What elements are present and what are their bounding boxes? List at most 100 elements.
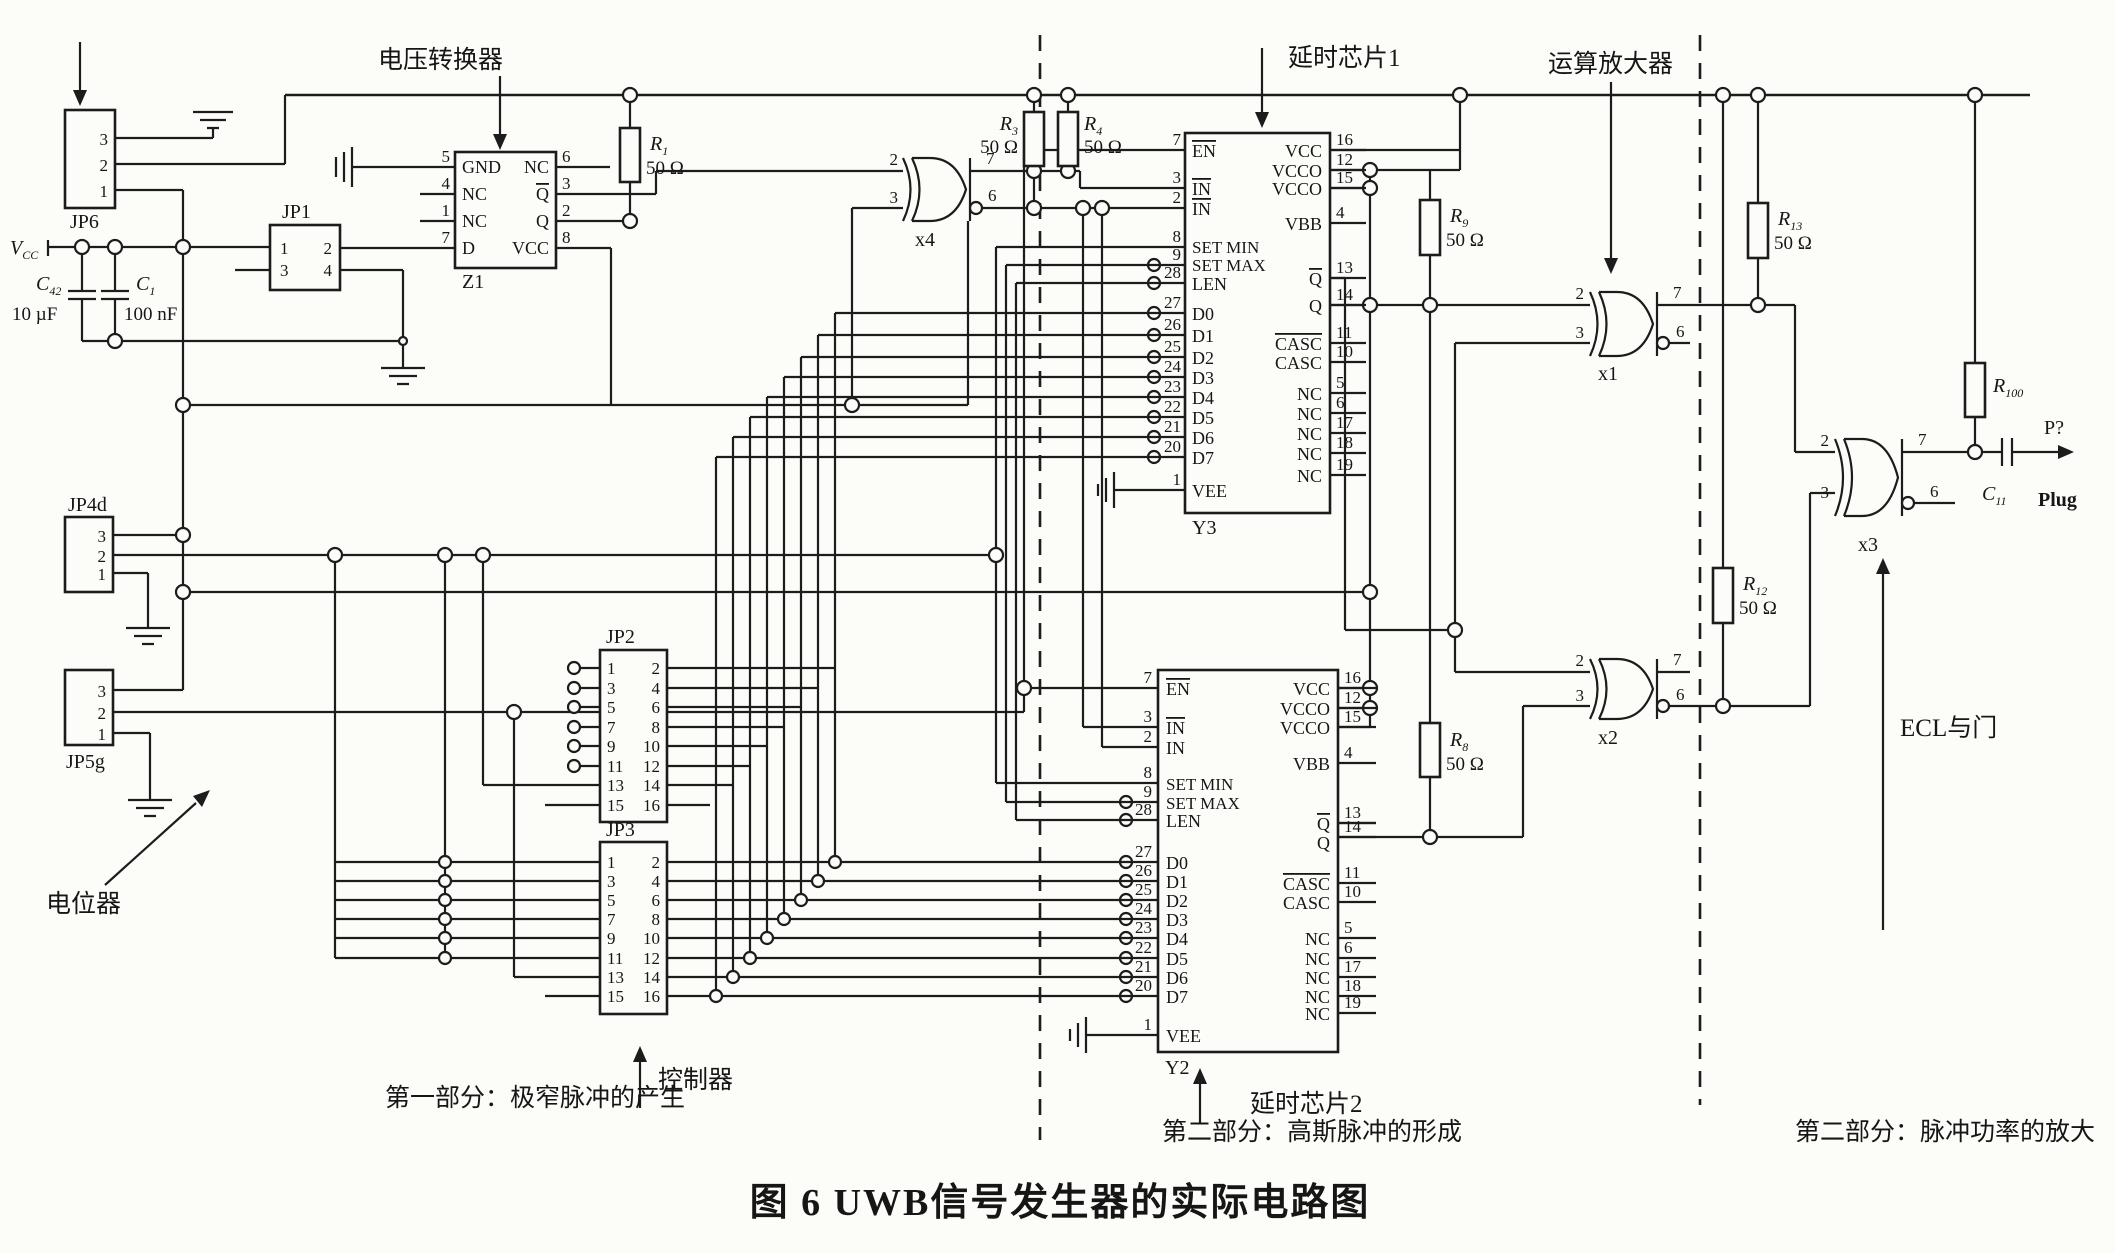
ground-icon: [126, 626, 170, 646]
y3-pin-num: 16: [1336, 130, 1353, 149]
y3-pin-num: 19: [1336, 455, 1353, 474]
r3-ref: R: [999, 113, 1012, 135]
y2-pin-name: LEN: [1166, 811, 1201, 831]
y3-pin-name: NC: [1297, 444, 1322, 464]
ground-icon: [1068, 1017, 1088, 1053]
jp2-pin: 12: [643, 757, 660, 776]
arrow-icon: [1193, 1068, 1207, 1084]
jp3-pin: 2: [652, 853, 661, 872]
jp2-pin: 4: [652, 679, 661, 698]
c42-value: 10 µF: [12, 304, 57, 325]
y3-pin-name: Q: [1309, 269, 1322, 289]
y2-pin-name: NC: [1305, 1004, 1330, 1024]
gate-pin: 3: [1576, 323, 1585, 342]
ground-icon: [1096, 472, 1116, 508]
y2-pin-num: 20: [1135, 976, 1152, 995]
y3-pin-name: NC: [1297, 404, 1322, 424]
capacitor-c42: C42 10 µF: [12, 273, 61, 325]
jp6-pin: 2: [100, 156, 109, 175]
y2-pin-num: 23: [1135, 918, 1152, 937]
ground-icon: [381, 366, 425, 386]
gate-x1: 2 3 7 6 x1: [1576, 283, 1685, 385]
y3-pin-num: 27: [1164, 293, 1182, 312]
y3-pin-name: D5: [1192, 408, 1214, 428]
z1-pin-name: GND: [462, 157, 501, 177]
y2-pin-num: 7: [1144, 668, 1153, 687]
annotation-op-amp: 运算放大器: [1548, 50, 1673, 274]
svg-text:R9: R9: [1449, 205, 1468, 230]
y2-pin-name: SET MIN: [1166, 775, 1233, 794]
z1-pin-name: NC: [524, 157, 549, 177]
gate-x2: 2 3 7 6 x2: [1576, 650, 1685, 749]
jp3-pin: 3: [607, 872, 616, 891]
connector-jp2: JP2 1 3 5 7 9 11 13 15 2 4 6 8 10 12 14 …: [598, 626, 669, 824]
z1-pin-name: Q: [536, 211, 549, 231]
voltage-converter-label: 电压转换器: [378, 46, 503, 74]
r1-ref: R: [649, 133, 662, 155]
y2-pin-name: D2: [1166, 891, 1188, 911]
jp2-pin: 2: [652, 659, 661, 678]
y2-pin-name: NC: [1305, 949, 1330, 969]
y3-pin-name: LEN: [1192, 274, 1227, 294]
gate-pin: 6: [1676, 322, 1685, 341]
connector-jp3: JP3 1 3 5 7 9 11 13 15 2 4 6 8 10 12 14 …: [598, 819, 669, 1016]
jp2-pin: 7: [607, 718, 616, 737]
y2-pin-num: 13: [1344, 803, 1361, 822]
gate-x3: 2 3 7 6 x3: [1821, 430, 1939, 556]
y2-pin-name: Q: [1317, 833, 1330, 853]
y3-pin-name: EN: [1192, 141, 1216, 161]
capacitor-c1: C1 100 nF: [124, 273, 177, 325]
resistor-r8: R8 50 Ω: [1418, 721, 1484, 779]
jp6-label: JP6: [70, 211, 99, 233]
y3-pin-name: CASC: [1275, 353, 1322, 373]
y2-pin-num: 5: [1344, 918, 1353, 937]
ground-icon: [193, 110, 233, 130]
r13-ref: R: [1777, 208, 1790, 230]
annotation-potentiometer: 电位器: [46, 790, 210, 918]
svg-text:R1: R1: [649, 133, 668, 158]
jp3-pin: 16: [643, 987, 660, 1006]
y2-pin-name: D4: [1166, 929, 1188, 949]
y3-pin-name: SET MIN: [1192, 238, 1259, 257]
chip-z1: 5 4 1 7 GND NC NC D 6 3 2 8 NC Q Q VCC Z…: [442, 147, 571, 293]
y3-pin-num: 10: [1336, 342, 1353, 361]
y3-pin-num: 12: [1336, 150, 1353, 169]
y3-pin-num: 7: [1173, 130, 1182, 149]
section-dividers: [1038, 35, 1702, 1140]
y2-pin-name: D0: [1166, 853, 1188, 873]
c42-ref: C: [36, 273, 50, 295]
z1-pin-name: Q: [536, 184, 549, 204]
svg-text:C11: C11: [1982, 483, 2006, 508]
signal-output: P? Plug: [2038, 417, 2077, 511]
vcc-label: V: [10, 237, 25, 259]
svg-text:C1: C1: [136, 273, 155, 298]
y3-pin-name: VCCO: [1272, 179, 1322, 199]
op-amp-label: 运算放大器: [1548, 50, 1673, 78]
gate-x4: 2 3 7 6 x4: [890, 149, 997, 251]
y2-pin-name: VEE: [1166, 1026, 1201, 1046]
y3-label: Y3: [1192, 517, 1216, 539]
delay-chip2-label: 延时芯片2: [1250, 1090, 1363, 1118]
part2-label: 第二部分：高斯脉冲的形成: [1162, 1118, 1462, 1146]
y2-pin-name: D5: [1166, 949, 1188, 969]
y2-pin-name: IN: [1166, 738, 1185, 758]
gate-x2-label: x2: [1598, 727, 1618, 749]
y3-pin-num: 8: [1173, 227, 1182, 246]
y2-pin-name: NC: [1305, 987, 1330, 1007]
y2-pin-name: NC: [1305, 968, 1330, 988]
gate-pin: 2: [1576, 284, 1585, 303]
z1-pin-num: 3: [562, 174, 571, 193]
jp6-pin: 1: [100, 182, 109, 201]
jp5g-pin: 3: [98, 682, 107, 701]
arrow-icon: [1604, 258, 1618, 274]
chip-y2: 7 3 2 8 9 28 27 26 25 24 23 22 21 20 1 E…: [1120, 668, 1376, 1079]
power-label-vcc: VCC: [10, 237, 39, 262]
y3-pin-name: NC: [1297, 384, 1322, 404]
jp3-pin: 9: [607, 929, 616, 948]
y2-pin-num: 3: [1144, 707, 1153, 726]
gate-pin: 3: [1821, 483, 1830, 502]
y2-pin-num: 22: [1135, 938, 1152, 957]
y3-pin-name: VEE: [1192, 481, 1227, 501]
